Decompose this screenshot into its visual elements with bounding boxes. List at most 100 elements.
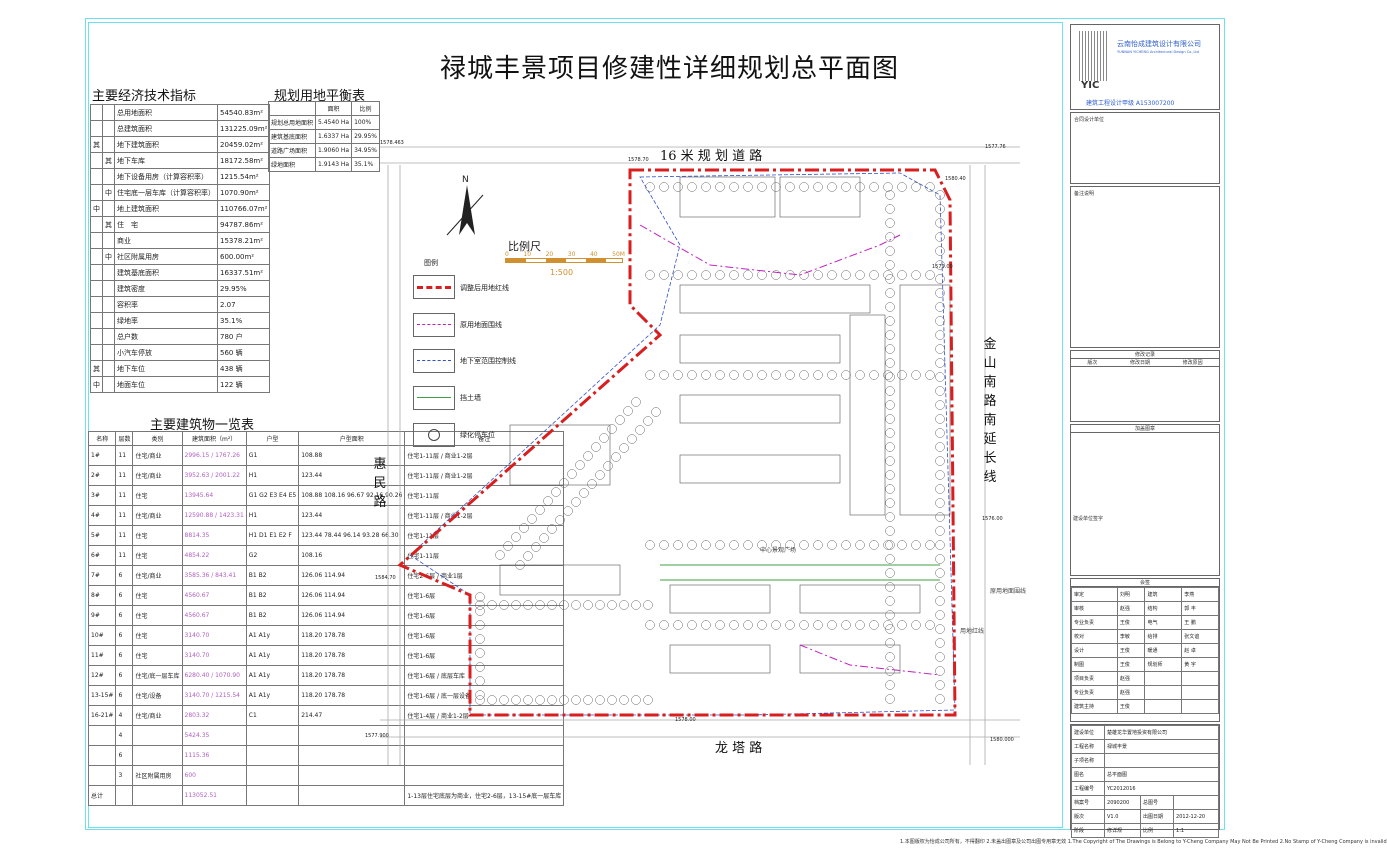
tree-icon: [511, 532, 521, 542]
tree-icon: [813, 370, 823, 380]
indicator-subgroup: [102, 136, 115, 153]
tree-icon: [911, 182, 921, 192]
sign-cell: 李燕: [1181, 587, 1219, 602]
section-box: 备注说明: [1070, 186, 1220, 348]
tree-icon: [503, 541, 513, 551]
tree-icon: [673, 270, 683, 280]
tree-icon: [643, 416, 653, 426]
indicator-value: 16337.51m²: [216, 264, 271, 281]
indicator-group: [90, 248, 103, 265]
building-cell: 11: [115, 445, 134, 466]
indicator-row: 地下设备用房（计算容积率）1215.54m²: [90, 168, 271, 185]
tree-icon: [935, 554, 945, 564]
sign-box: 会签 审定刘明建筑李燕审核赵强结构郭 丰专业负责王俊电气王 鹏校对李敏给排张文谊…: [1070, 578, 1220, 722]
sign-cell: 刘明: [1116, 587, 1146, 602]
building-cell: 住宅/商业: [132, 505, 183, 526]
field-label: 版次: [1070, 809, 1106, 824]
tree-icon: [673, 182, 683, 192]
building-cell: A1 A1y: [245, 685, 300, 706]
stamp-box: 加盖图章 建设单位签字: [1070, 424, 1220, 576]
sign-cell: 审核: [1071, 601, 1118, 616]
tree-icon: [935, 526, 945, 536]
tree-icon: [799, 540, 809, 550]
indicator-group: [90, 280, 103, 297]
tree-icon: [599, 433, 609, 443]
indicator-subgroup: [102, 328, 115, 345]
elevation-label: 1580.000: [990, 737, 1014, 743]
land-cell: 绿地面积: [267, 157, 317, 172]
tree-icon: [869, 370, 879, 380]
building-cell: 7#: [87, 565, 117, 586]
indicator-group: [90, 184, 103, 201]
elevation-label: 1580.40: [945, 176, 966, 182]
sign-cell: 建筑: [1144, 587, 1183, 602]
indicator-subgroup: [102, 312, 115, 329]
indicator-group: [90, 344, 103, 361]
road-char: 南: [983, 375, 997, 390]
tree-icon: [911, 270, 921, 280]
building-cell: 16-21#: [87, 705, 117, 726]
scale-tick: 10: [523, 251, 532, 258]
legend-label: 挡土墙: [460, 394, 481, 402]
sign-cell: 电气: [1144, 615, 1183, 630]
tree-icon: [595, 600, 605, 610]
building-cell: 113052.51: [181, 785, 247, 806]
tree-icon: [555, 515, 565, 525]
scale-tick: 20: [545, 251, 554, 258]
tree-icon: [627, 434, 637, 444]
indicator-group: [90, 168, 103, 185]
tree-icon: [935, 456, 945, 466]
road-east: 金山南路南延长线: [982, 335, 998, 487]
tree-icon: [925, 270, 935, 280]
tree-icon: [885, 218, 895, 228]
tree-icon: [841, 270, 851, 280]
tree-icon: [885, 526, 895, 536]
tree-icon: [547, 524, 557, 534]
tree-icon: [885, 512, 895, 522]
building-cell: 11#: [87, 645, 117, 666]
section-label: 建设单位签字: [1073, 516, 1104, 522]
tree-icon: [925, 540, 935, 550]
tree-icon: [799, 370, 809, 380]
building-cell: B1 B2: [245, 585, 300, 606]
land-cell: 建筑基底面积: [267, 129, 317, 144]
building-cell: 住宅/商业: [132, 705, 183, 726]
tree-icon: [869, 540, 879, 550]
tree-icon: [827, 182, 837, 192]
tree-icon: [571, 497, 581, 507]
sign-cell: 项目负责: [1071, 671, 1118, 686]
indicator-value: 15378.21m²: [216, 232, 271, 249]
tree-icon: [935, 204, 945, 214]
indicator-subgroup: [102, 296, 115, 313]
tree-icon: [785, 370, 795, 380]
building-header: 建筑面积（m²）: [181, 431, 247, 446]
tree-icon: [813, 182, 823, 192]
building-cell: 住宅: [132, 585, 183, 606]
tree-icon: [855, 370, 865, 380]
tree-icon: [885, 568, 895, 578]
section-box: 合同设计单位: [1070, 112, 1220, 184]
building-cell: 3952.63 / 2001.22: [181, 465, 247, 486]
road-char: 金: [983, 337, 997, 352]
indicator-subgroup: [102, 360, 115, 377]
tree-icon: [935, 498, 945, 508]
tree-icon: [743, 370, 753, 380]
tree-icon: [885, 246, 895, 256]
tree-icon: [771, 182, 781, 192]
elevation-label: 1577.900: [365, 733, 389, 739]
tree-icon: [885, 624, 895, 634]
ratio-value: 1:1: [1173, 823, 1219, 838]
tree-icon: [619, 443, 629, 453]
building-cell: 108.16: [298, 545, 406, 566]
elevation-label: 1579.00: [932, 264, 953, 270]
tree-icon: [841, 182, 851, 192]
building-cell: 住宅: [132, 645, 183, 666]
